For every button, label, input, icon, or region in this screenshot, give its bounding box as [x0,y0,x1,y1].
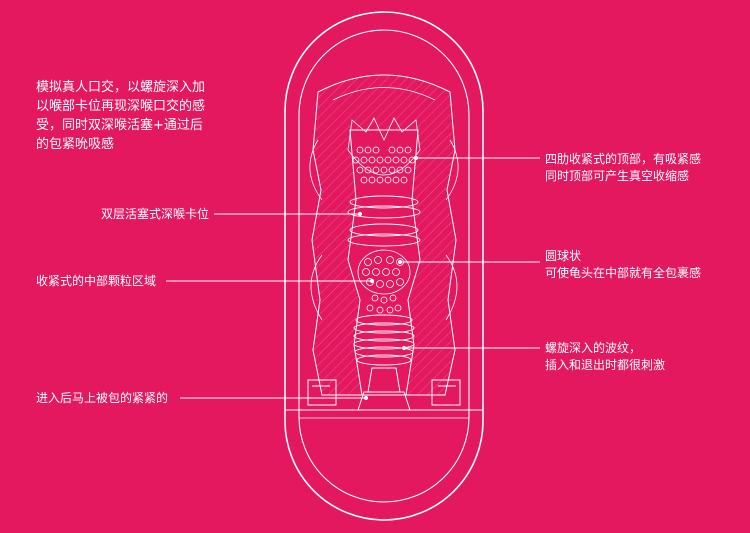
intro-line-3: 受，同时双深喉活塞+通过后 [36,118,203,133]
double-piston-rings [347,195,421,247]
callout-top: 四肋收紧式的顶部，有吸紧感 同时顶部可产生真空收缩感 [545,151,701,185]
intro-line-4: 的包紧吮吸感 [36,137,115,152]
spiral-ridges [353,314,415,366]
callout-ball-line-2: 可使龟头在中部就有全包裹感 [545,266,702,280]
top-ribbed-section [347,117,421,184]
ball-shaped-middle [357,249,411,314]
intro-line-1: 模拟真人口交，以螺旋深入加 [36,80,206,95]
intro-paragraph: 模拟真人口交，以螺旋深入加 以喉部卡位再现深喉口交的感 受，同时双深喉活塞+通过… [36,78,205,154]
callout-spiral-line-1: 螺旋深入的波纹， [545,341,642,355]
callout-ball-line-1: 圆球状 [545,249,582,263]
callout-middle-zone: 收紧式的中部颗粒区域 [36,274,157,288]
callout-top-line-2: 同时顶部可产生真空收缩感 [545,169,690,183]
callout-entrance: 进入后马上被包的紧紧的 [36,391,169,405]
intro-line-2: 以喉部卡位再现深喉口交的感 [36,99,206,114]
callout-spiral: 螺旋深入的波纹， 插入和退出时都很刺激 [545,340,665,374]
inner-channel [347,129,421,396]
callout-double-piston: 双层活塞式深喉卡位 [100,207,209,221]
callout-ball: 圆球状 可使龟头在中部就有全包裹感 [545,248,701,282]
leader-lines [166,155,540,401]
callout-spiral-line-2: 插入和退出时都很刺激 [545,358,666,372]
callout-top-line-1: 四肋收紧式的顶部，有吸紧感 [545,152,702,166]
entrance-base [307,367,461,411]
